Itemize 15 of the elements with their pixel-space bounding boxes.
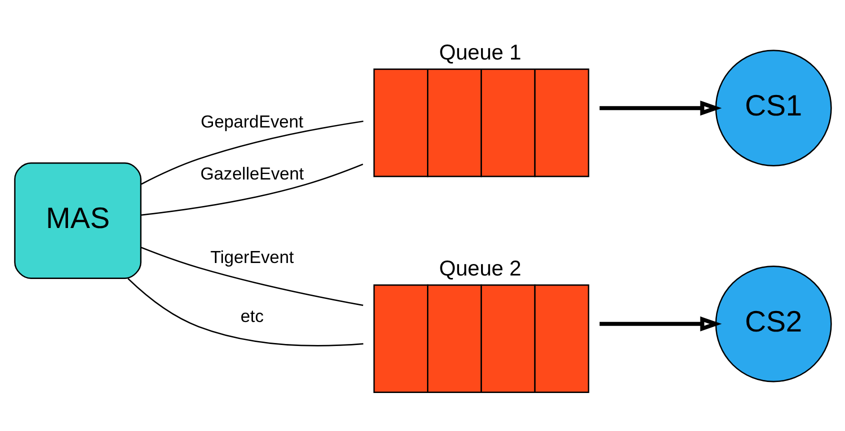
node-label: Queue 2: [438, 256, 521, 280]
connector: [140, 120, 363, 184]
connector: [127, 278, 363, 346]
connector: [140, 246, 363, 306]
node-circle: CS1: [714, 49, 832, 166]
arrow: [599, 316, 722, 331]
edge-label: GazelleEvent: [200, 163, 304, 184]
arrow: [599, 100, 722, 116]
node-box: MAS: [14, 162, 141, 278]
edge-label: TigerEvent: [210, 246, 294, 266]
node-circle: CS2: [714, 265, 832, 382]
connector: [140, 163, 363, 216]
node-label: Queue 1: [438, 40, 521, 64]
edge-label: etc: [240, 305, 264, 326]
edge-label: GepardEvent: [200, 110, 303, 131]
